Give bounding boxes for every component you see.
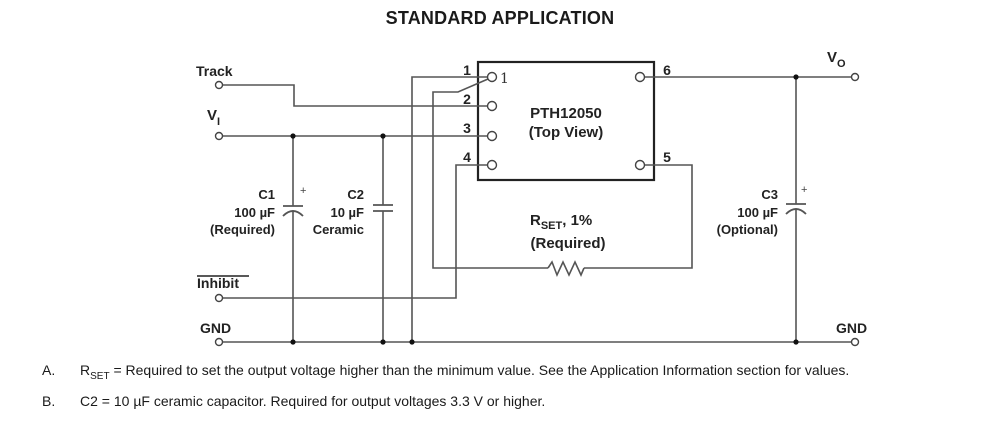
c3-value: 100 µF bbox=[737, 205, 778, 220]
footnote-b: B. C2 = 10 µF ceramic capacitor. Require… bbox=[42, 393, 992, 410]
terminal-track bbox=[214, 80, 224, 90]
module-pin-2 bbox=[486, 100, 498, 112]
resistor-rset bbox=[547, 260, 585, 278]
terminal-gnd-left bbox=[214, 337, 224, 347]
label-gnd-left: GND bbox=[200, 320, 231, 336]
junction-c1-vi bbox=[290, 133, 296, 139]
label-gnd-right: GND bbox=[836, 320, 867, 336]
schematic: PTH12050 (Top View) 1 2 3 4 5 6 1 + + bbox=[196, 49, 867, 347]
pin-label-1: 1 bbox=[463, 62, 471, 78]
module-pin-5 bbox=[634, 159, 646, 171]
pin-label-3: 3 bbox=[463, 120, 471, 136]
junction-c1-gnd bbox=[290, 339, 296, 345]
module-pin-1 bbox=[486, 71, 498, 83]
terminal-vi bbox=[214, 131, 224, 141]
module-name: PTH12050 bbox=[530, 105, 602, 122]
c3-polarity: + bbox=[801, 184, 807, 196]
c2-note: Ceramic bbox=[313, 222, 364, 237]
c1-name: C1 bbox=[258, 187, 275, 202]
c2-value: 10 µF bbox=[330, 205, 364, 220]
pin-label-4: 4 bbox=[463, 149, 471, 165]
module-box bbox=[476, 60, 656, 182]
wire-inhibit bbox=[222, 164, 488, 299]
wire-track bbox=[220, 84, 488, 107]
junction-c3-gnd bbox=[793, 339, 799, 345]
module-pin-4 bbox=[486, 159, 498, 171]
footnote-a: A. RSET = Required to set the output vol… bbox=[42, 362, 992, 385]
module-view: (Top View) bbox=[529, 124, 603, 141]
label-track: Track bbox=[196, 63, 233, 79]
terminal-gnd-right bbox=[850, 337, 860, 347]
footnote-key: A. bbox=[42, 362, 56, 378]
module-pin-6 bbox=[634, 71, 646, 83]
footnote-text: C2 = 10 µF ceramic capacitor. Required f… bbox=[80, 392, 546, 409]
pin-label-6: 6 bbox=[663, 62, 671, 78]
c3-note: (Optional) bbox=[717, 222, 778, 237]
c2-name: C2 bbox=[347, 187, 364, 202]
junction-c2-gnd bbox=[380, 339, 386, 345]
wire-rset-pin5 bbox=[584, 164, 693, 269]
footnotes: A. RSET = Required to set the output vol… bbox=[42, 362, 992, 418]
terminal-vo bbox=[850, 72, 860, 82]
label-vi: VI bbox=[207, 107, 220, 128]
diagram-title: STANDARD APPLICATION bbox=[385, 8, 615, 28]
wire-pin1-gnd bbox=[411, 76, 488, 342]
rset-note: (Required) bbox=[531, 235, 606, 252]
c1-note: (Required) bbox=[210, 222, 275, 237]
label-inhibit: Inhibit bbox=[197, 275, 239, 291]
c1-value: 100 µF bbox=[234, 205, 275, 220]
c3-name: C3 bbox=[761, 187, 778, 202]
footnote-key: B. bbox=[42, 392, 56, 409]
pin1-marker: 1 bbox=[500, 71, 509, 87]
footnote-text: RSET = Required to set the output voltag… bbox=[80, 362, 850, 382]
junction-c2-vi bbox=[380, 133, 386, 139]
pin-label-5: 5 bbox=[663, 149, 671, 165]
pin-label-2: 2 bbox=[463, 91, 471, 107]
label-vo: VO bbox=[827, 49, 846, 70]
rset-name: RSET, 1% bbox=[530, 212, 592, 232]
c1-polarity: + bbox=[300, 185, 306, 197]
terminal-inhibit bbox=[214, 293, 224, 303]
module-pin-3 bbox=[486, 130, 498, 142]
wire-pin1-rset bbox=[432, 78, 548, 269]
junction-pin1-gnd bbox=[409, 339, 415, 345]
junction-c3-vo bbox=[793, 74, 799, 80]
